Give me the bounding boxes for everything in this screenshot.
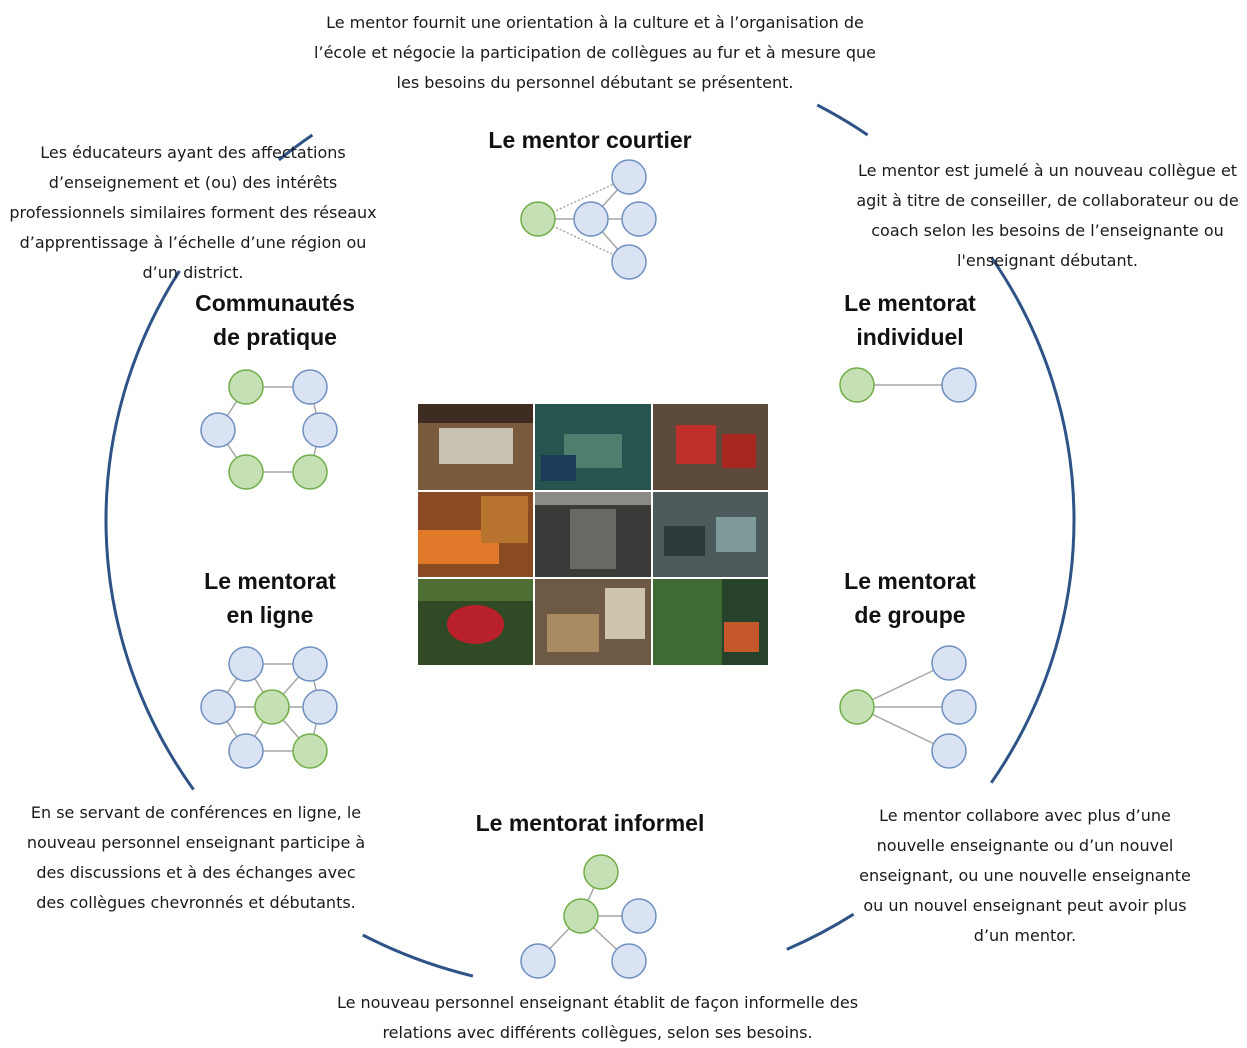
desc-communautes: Les éducateurs ayant des affectations d’…: [9, 143, 377, 282]
courtier-newcomer-node: [611, 244, 647, 280]
title-courtier-line-1: Le mentor courtier: [488, 127, 692, 153]
title-informel: Le mentorat informel: [430, 806, 750, 840]
courtier-graph: [520, 159, 657, 280]
ring-arc-bottom-right: [786, 912, 855, 951]
ring-arc-top-left: [277, 133, 314, 162]
communautes-newcomer-node: [200, 412, 236, 448]
informel-mentor-node: [563, 898, 599, 934]
title-groupe: Le mentorat de groupe: [800, 564, 1020, 632]
title-en-ligne: Le mentorat en ligne: [160, 564, 380, 632]
title-en-ligne-line-2: en ligne: [226, 602, 314, 628]
en-ligne-newcomer-node: [228, 733, 264, 769]
photo-school-entrance: [535, 491, 651, 578]
courtier-mentor-node: [520, 201, 556, 237]
title-individuel-line-1: Le mentorat: [844, 290, 976, 316]
communautes-graph: [200, 369, 338, 490]
photo-red-stools: [652, 404, 768, 490]
title-courtier: Le mentor courtier: [440, 123, 740, 157]
title-individuel: Le mentorat individuel: [800, 286, 1020, 354]
informel-mentor-node: [583, 854, 619, 890]
communautes-mentor-node: [228, 369, 264, 405]
en-ligne-mentor-node: [254, 689, 290, 725]
photo-library-sofa: [418, 491, 534, 578]
photo-collage: [418, 404, 768, 665]
outer-ring: [104, 103, 1076, 978]
title-informel-line-1: Le mentorat informel: [475, 810, 705, 836]
photo-bench: [418, 404, 534, 490]
informel-newcomer-node: [520, 943, 556, 979]
groupe-mentor-node: [839, 689, 875, 725]
groupe-newcomer-node: [931, 733, 967, 769]
title-communautes-line-2: de pratique: [213, 324, 337, 350]
individuel-newcomer-node: [941, 367, 977, 403]
groupe-newcomer-node: [931, 645, 967, 681]
desc-groupe: Le mentor collabore avec plus d’une nouv…: [859, 806, 1191, 945]
courtier-newcomer-node: [573, 201, 609, 237]
photo-reading-room: [535, 579, 651, 665]
courtier-newcomer-node: [621, 201, 657, 237]
desc-courtier: Le mentor fournit une orientation à la c…: [314, 13, 876, 92]
communautes-mentor-node: [292, 454, 328, 490]
ring-arc-left: [104, 270, 195, 791]
en-ligne-newcomer-node: [200, 689, 236, 725]
informel-newcomer-node: [611, 943, 647, 979]
individuel-graph: [839, 367, 977, 403]
informel-graph: [520, 854, 657, 979]
photo-green-wall: [652, 579, 768, 665]
ring-arc-bottom-left: [362, 933, 474, 978]
communautes-newcomer-node: [302, 412, 338, 448]
title-communautes-line-1: Communautés: [195, 290, 355, 316]
photo-patio-chairs: [535, 404, 651, 490]
en-ligne-newcomer-node: [292, 646, 328, 682]
en-ligne-newcomer-node: [302, 689, 338, 725]
communautes-newcomer-node: [292, 369, 328, 405]
photo-garden-table: [418, 579, 534, 665]
informel-newcomer-node: [621, 898, 657, 934]
title-groupe-line-2: de groupe: [854, 602, 966, 628]
en-ligne-newcomer-node: [228, 646, 264, 682]
ring-arc-right: [990, 256, 1076, 784]
title-groupe-line-1: Le mentorat: [844, 568, 976, 594]
desc-individuel: Le mentor est jumelé à un nouveau collèg…: [856, 161, 1239, 270]
desc-informel: Le nouveau personnel enseignant établit …: [336, 993, 859, 1042]
title-communautes: Communautés de pratique: [150, 286, 400, 354]
ring-arc-top-right: [816, 103, 869, 137]
en-ligne-mentor-node: [292, 733, 328, 769]
title-en-ligne-line-1: Le mentorat: [204, 568, 336, 594]
communautes-mentor-node: [228, 454, 264, 490]
courtier-newcomer-node: [611, 159, 647, 195]
en-ligne-graph: [200, 646, 338, 769]
photo-lounge-chairs: [652, 491, 768, 578]
desc-en-ligne: En se servant de conférences en ligne, l…: [26, 803, 366, 912]
individuel-mentor-node: [839, 367, 875, 403]
groupe-graph: [839, 645, 977, 769]
groupe-newcomer-node: [941, 689, 977, 725]
title-individuel-line-2: individuel: [856, 324, 964, 350]
network-graphs: [200, 159, 977, 979]
